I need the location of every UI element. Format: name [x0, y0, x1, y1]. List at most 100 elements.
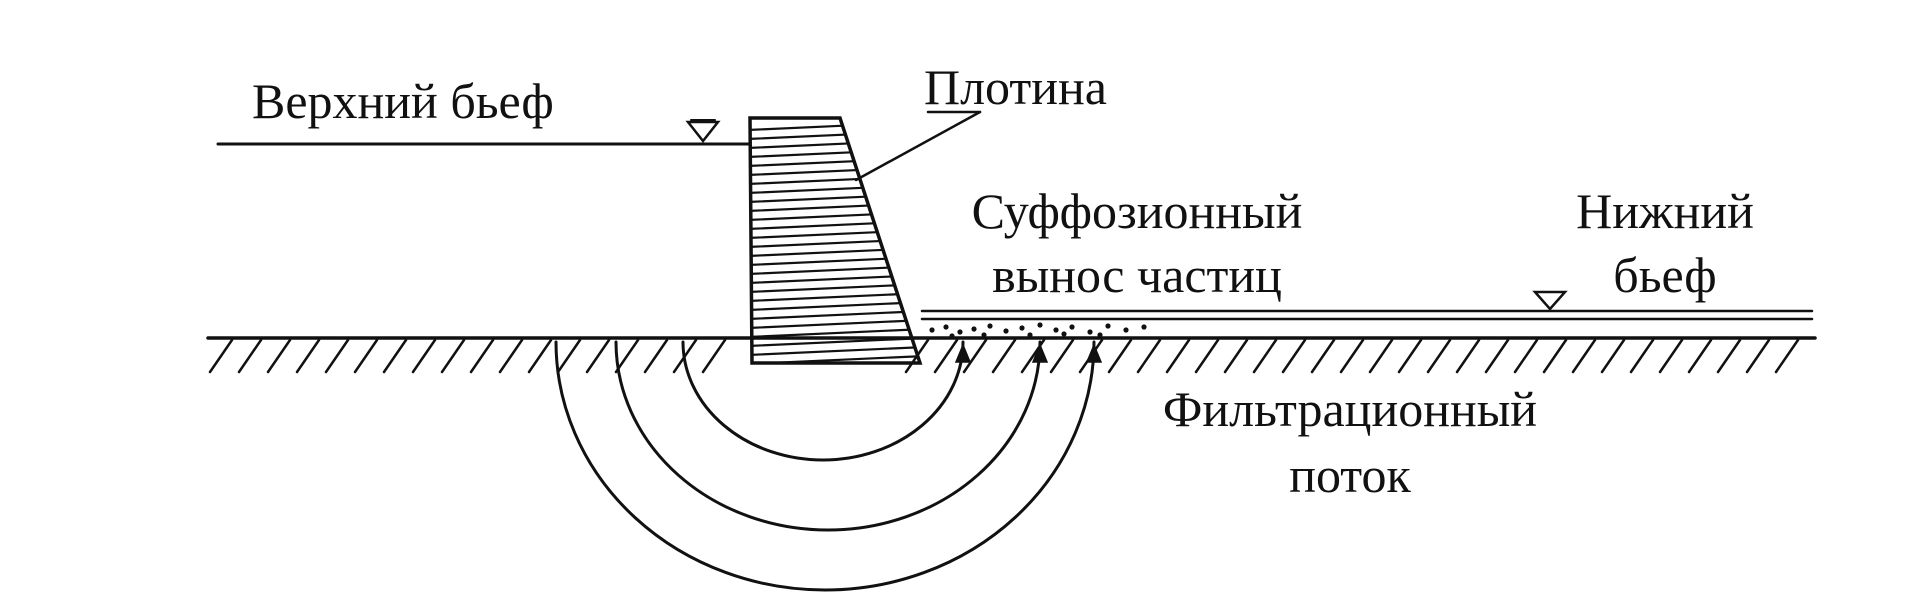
- upper-pool-label: Верхний бьеф: [252, 73, 554, 129]
- ground-hatch-stroke: [1310, 338, 1336, 374]
- dam-hatch-stroke: [750, 120, 920, 132]
- ground-hatch-stroke: [1194, 338, 1220, 374]
- ground-hatch-stroke: [1339, 338, 1365, 374]
- suffosion-label-line2: вынос частиц: [992, 247, 1282, 303]
- dam-hatch-stroke: [750, 183, 920, 195]
- flow-line-outer: [554, 340, 1096, 592]
- lower-pool-label-line2: бьеф: [1613, 247, 1717, 303]
- dam-hatch-stroke: [750, 345, 920, 357]
- suffosion-particle: [929, 327, 935, 333]
- flow-arrow-1: [954, 343, 972, 363]
- ground-hatching: [208, 338, 1800, 374]
- ground-hatch-stroke: [208, 338, 234, 374]
- ground-hatch-stroke: [411, 338, 437, 374]
- dam-hatch-stroke: [750, 219, 920, 231]
- flow-line-middle: [614, 340, 1042, 532]
- ground-hatch-stroke: [991, 338, 1017, 374]
- dam-hatch-stroke: [750, 129, 920, 141]
- dam-hatch-stroke: [750, 309, 920, 321]
- suffosion-particle: [987, 323, 993, 329]
- dam-body: [748, 116, 923, 365]
- ground-hatch-stroke: [1368, 338, 1394, 374]
- ground-hatch-stroke: [1223, 338, 1249, 374]
- flow-line-inner: [681, 340, 965, 462]
- ground-hatch-stroke: [1397, 338, 1423, 374]
- ground-hatch-stroke: [353, 338, 379, 374]
- lower-pool-label-line1: Нижний: [1576, 183, 1754, 239]
- ground-hatch-stroke: [556, 338, 582, 374]
- suffosion-particles: [929, 322, 1147, 339]
- ground-hatch-stroke: [1426, 338, 1452, 374]
- suffosion-particle: [1027, 332, 1033, 338]
- ground-hatch-stroke: [1658, 338, 1684, 374]
- dam-leader-pointer: [854, 110, 982, 182]
- ground-hatch-stroke: [672, 338, 698, 374]
- dam-hatch-stroke: [750, 354, 920, 363]
- suffosion-particle: [1003, 328, 1009, 334]
- suffosion-particle: [949, 333, 955, 339]
- suffosion-particle: [943, 324, 949, 330]
- ground-hatch-stroke: [1571, 338, 1597, 374]
- dam-hatch-stroke: [750, 165, 920, 177]
- suffosion-particle: [1097, 332, 1103, 338]
- suffosion-particle: [1061, 331, 1067, 337]
- suffosion-particle: [1123, 327, 1129, 333]
- dam-hatch-stroke: [750, 210, 920, 222]
- ground-hatch-stroke: [527, 338, 553, 374]
- downstream-water-level-symbol: [1532, 290, 1568, 311]
- ground-hatch-stroke: [1107, 338, 1133, 374]
- ground-hatch-stroke: [295, 338, 321, 374]
- ground-hatch-stroke: [1136, 338, 1162, 374]
- dam-hatch-stroke: [750, 255, 920, 267]
- ground-hatch-stroke: [237, 338, 263, 374]
- suffosion-particle: [957, 329, 963, 335]
- ground-hatch-stroke: [614, 338, 640, 374]
- dam-hatch-stroke: [748, 365, 925, 373]
- ground-hatch-stroke: [1281, 338, 1307, 374]
- dam-label: Плотина: [924, 59, 1107, 115]
- ground-hatch-stroke: [1078, 338, 1104, 374]
- filtration-label-line1: Фильтрационный: [1162, 381, 1538, 437]
- ground-hatch-stroke: [643, 338, 669, 374]
- dam-hatch-stroke: [750, 237, 920, 249]
- dam-hatch-stroke: [750, 336, 920, 348]
- ground-hatch-stroke: [1484, 338, 1510, 374]
- upstream-water-level-symbol: [685, 120, 721, 144]
- ground-hatch-stroke: [1687, 338, 1713, 374]
- ground-hatch-stroke: [1049, 338, 1075, 374]
- suffosion-particle: [1037, 322, 1043, 328]
- dam-hatch-stroke: [750, 327, 920, 339]
- dam-hatching: [748, 120, 925, 373]
- dam-hatch-stroke: [750, 192, 920, 204]
- ground-hatch-stroke: [933, 338, 959, 374]
- ground-hatch-stroke: [1165, 338, 1191, 374]
- ground-hatch-stroke: [1542, 338, 1568, 374]
- dam-hatch-stroke: [750, 291, 920, 303]
- suffosion-particle: [1141, 324, 1147, 330]
- filtration-label-line2: поток: [1289, 447, 1411, 503]
- ground-hatch-stroke: [1629, 338, 1655, 374]
- ground-hatch-stroke: [904, 338, 930, 374]
- ground-hatch-stroke: [1774, 338, 1800, 374]
- suffosion-particle: [971, 326, 977, 332]
- ground-hatch-stroke: [382, 338, 408, 374]
- dam-hatch-stroke: [750, 201, 920, 213]
- suffosion-particle: [1069, 324, 1075, 330]
- ground-hatch-stroke: [498, 338, 524, 374]
- dam-hatch-stroke: [750, 138, 920, 150]
- ground-hatch-stroke: [1252, 338, 1278, 374]
- ground-hatch-stroke: [962, 338, 988, 374]
- flow-arrow-2: [1031, 343, 1049, 363]
- ground-hatch-stroke: [1716, 338, 1742, 374]
- ground-hatch-stroke: [469, 338, 495, 374]
- dam-hatch-stroke: [750, 246, 920, 258]
- ground-hatch-stroke: [1020, 338, 1046, 374]
- dam-hatch-stroke: [750, 300, 920, 312]
- suffosion-particle: [1105, 323, 1111, 329]
- ground-hatch-stroke: [324, 338, 350, 374]
- dam-hatch-stroke: [750, 273, 920, 285]
- dam-hatch-stroke: [750, 318, 920, 330]
- dam-hatch-stroke: [750, 228, 920, 240]
- suffosion-label-line1: Суффозионный: [971, 183, 1303, 239]
